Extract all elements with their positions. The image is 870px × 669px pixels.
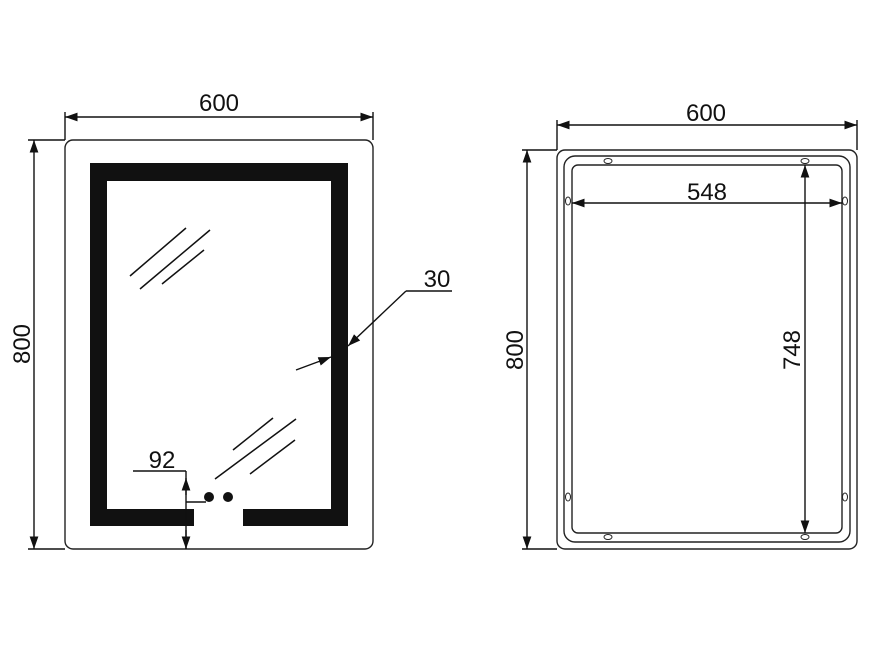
front-view: 600 800 30 92 (9, 90, 452, 550)
border-width-leader (295, 290, 452, 371)
mounting-frame-outer (563, 155, 851, 543)
back-view: 600 800 548 748 (502, 100, 858, 550)
back-width-dimension (556, 120, 858, 150)
back-width-label: 600 (686, 100, 726, 127)
front-width-label: 600 (199, 90, 239, 117)
bottom-gap-label: 92 (149, 447, 176, 474)
front-width-dimension (64, 112, 374, 140)
led-band-right (331, 163, 348, 526)
back-height-label: 800 (502, 330, 529, 370)
dimmer-switch-icon (223, 492, 233, 502)
back-height-dimension (522, 149, 557, 550)
front-mirror-outline (64, 139, 374, 550)
led-band-bottom-right (243, 509, 348, 526)
bottom-gap-dimension (133, 470, 191, 549)
led-band-bottom-left (90, 509, 194, 526)
front-height-dimension (28, 139, 65, 550)
led-band-top (90, 163, 348, 181)
border-width-label: 30 (424, 266, 451, 293)
mounting-screws (565, 158, 848, 540)
inner-width-label: 548 (687, 179, 727, 206)
glass-reflection-marks (129, 227, 297, 480)
inner-height-label: 748 (779, 330, 806, 370)
front-height-label: 800 (9, 324, 36, 364)
mounting-frame-inner (571, 164, 843, 534)
led-band-left (90, 163, 107, 526)
back-mirror-outline (556, 149, 858, 550)
touch-switch-icon (204, 492, 214, 502)
